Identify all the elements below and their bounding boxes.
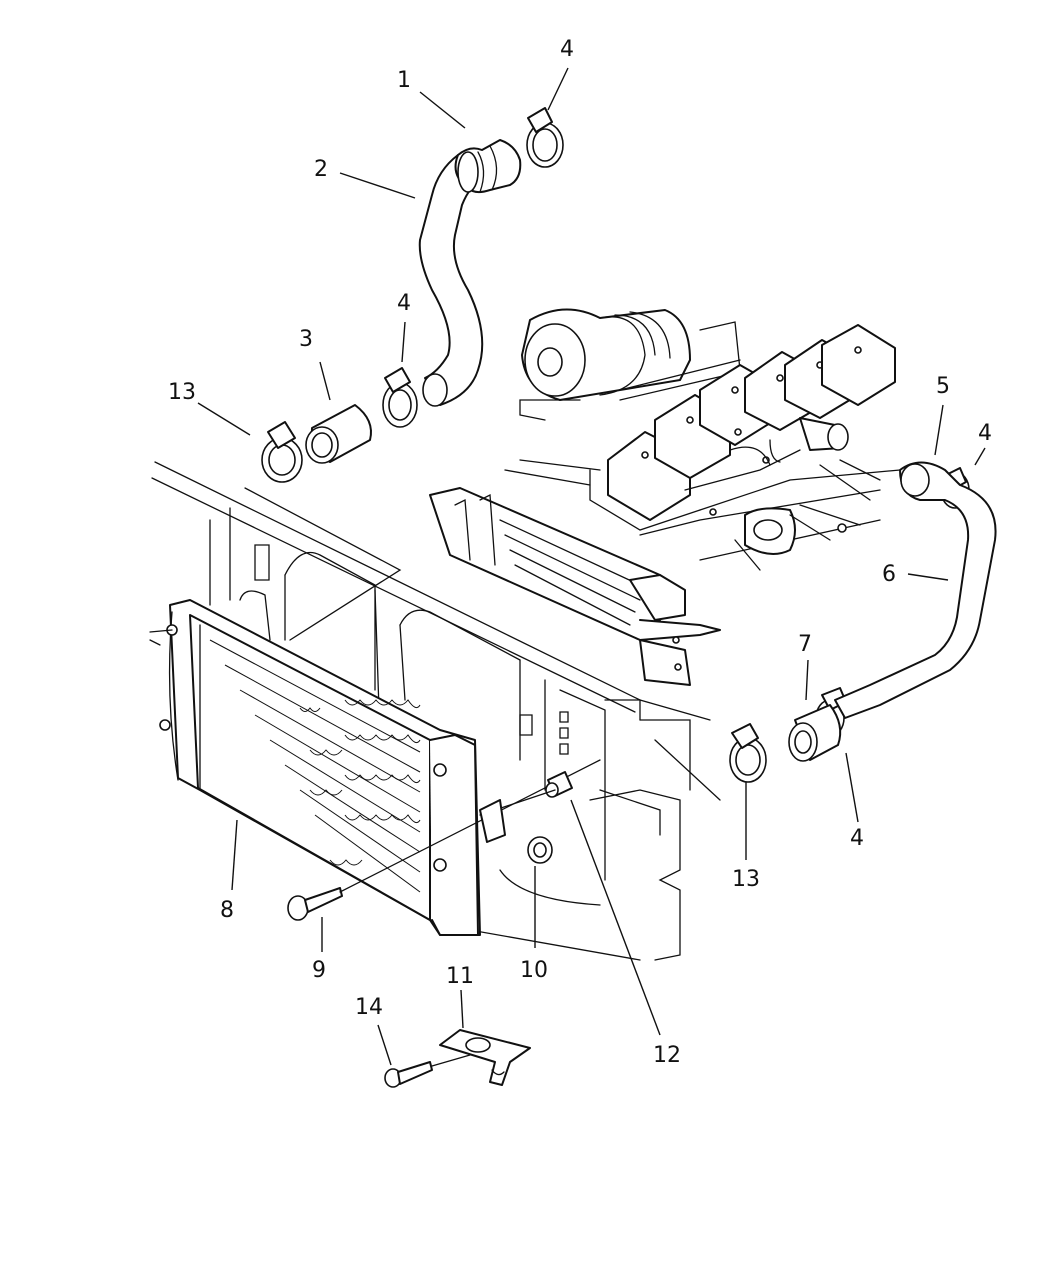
hose-clamp-mid bbox=[383, 368, 417, 427]
spacer bbox=[480, 772, 572, 842]
callout-5: 5 bbox=[936, 374, 950, 399]
callout-9: 9 bbox=[312, 958, 326, 983]
callout-2: 2 bbox=[314, 157, 328, 182]
leader-lines bbox=[197, 67, 986, 1066]
hose-clamp-top bbox=[527, 108, 563, 167]
callout-4-mid: 4 bbox=[397, 291, 411, 316]
callout-13-left: 13 bbox=[168, 380, 196, 405]
lower-hose bbox=[835, 463, 996, 719]
engine-assembly bbox=[505, 309, 900, 570]
radiator-core bbox=[150, 600, 480, 935]
callout-4-top: 4 bbox=[560, 37, 574, 62]
callout-11: 11 bbox=[446, 964, 474, 989]
callout-4-lower-right: 4 bbox=[850, 826, 864, 851]
hose-coupler bbox=[306, 405, 371, 463]
hose-fitting bbox=[789, 705, 840, 761]
callout-8: 8 bbox=[220, 898, 234, 923]
callout-6: 6 bbox=[882, 562, 896, 587]
callout-12: 12 bbox=[653, 1043, 681, 1068]
mounting-bracket bbox=[440, 1030, 530, 1085]
upper-hose bbox=[420, 140, 521, 406]
callout-labels: 1 2 3 4 4 4 4 5 6 7 8 9 10 11 12 13 13 1… bbox=[168, 37, 992, 1068]
hose-clamp-left bbox=[262, 422, 302, 482]
hose-clamp-13-right bbox=[730, 724, 766, 782]
callout-7: 7 bbox=[798, 632, 812, 657]
callout-14: 14 bbox=[355, 995, 383, 1020]
grommet bbox=[528, 837, 552, 863]
callout-13-right: 13 bbox=[732, 867, 760, 892]
callout-1: 1 bbox=[397, 68, 411, 93]
callout-3: 3 bbox=[299, 327, 313, 352]
callout-10: 10 bbox=[520, 958, 548, 983]
bolt bbox=[385, 1055, 470, 1087]
callout-4-right: 4 bbox=[978, 421, 992, 446]
charge-air-cooler bbox=[430, 488, 720, 685]
